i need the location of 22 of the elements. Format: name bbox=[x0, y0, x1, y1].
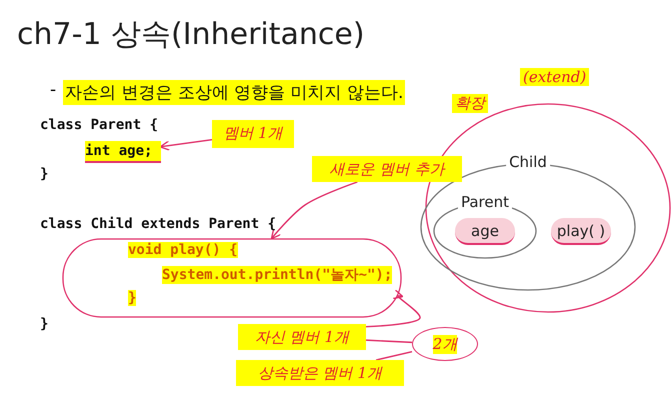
slide-title: ch7-1 상속(Inheritance) bbox=[17, 16, 365, 54]
method-loop bbox=[62, 238, 402, 318]
handwritten-note: 자신 멤버 1개 bbox=[238, 324, 366, 350]
code-line: class Parent { bbox=[40, 117, 158, 133]
handwritten-note: 확장 bbox=[452, 94, 488, 113]
code-line: class Child extends Parent { bbox=[40, 216, 276, 232]
connector-line bbox=[376, 350, 412, 361]
list-bullet: - bbox=[50, 80, 56, 100]
bullet-text: 자손의 변경은 조상에 영향을 미치지 않는다. bbox=[63, 80, 406, 105]
arrow bbox=[270, 181, 358, 240]
code-line: } bbox=[40, 166, 48, 182]
arrow bbox=[159, 138, 212, 151]
handwritten-note: (extend) bbox=[520, 68, 590, 86]
member-pill: age bbox=[455, 218, 515, 245]
handwritten-note: 새로운 멤버 추가 bbox=[312, 156, 462, 182]
handwritten-note: 상속받은 멤버 1개 bbox=[236, 360, 404, 386]
class-name: Parent bbox=[458, 193, 512, 211]
code-line: } bbox=[40, 316, 48, 332]
member-pill: play( ) bbox=[551, 218, 611, 245]
handwritten-note: 멤버 1개 bbox=[212, 120, 294, 148]
arrow bbox=[366, 289, 421, 328]
connector-line bbox=[366, 339, 412, 344]
